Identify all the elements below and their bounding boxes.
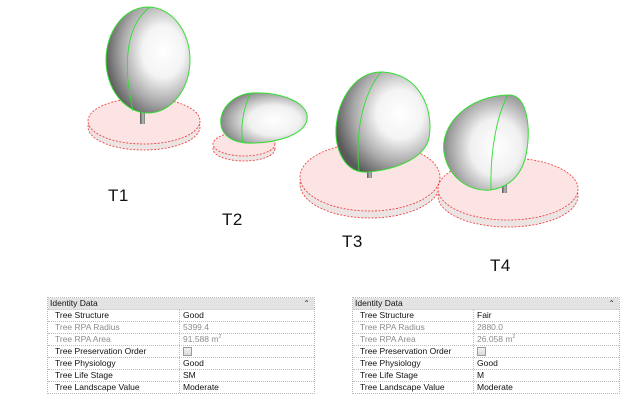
property-value-field[interactable]: Good bbox=[473, 358, 619, 369]
identity-data-group-header[interactable]: Identity Data ⌃ bbox=[353, 298, 619, 310]
tree-t3[interactable] bbox=[299, 71, 441, 219]
tree-t2[interactable] bbox=[212, 92, 308, 162]
property-row-rpa-radius: Tree RPA Radius 5399.4 bbox=[48, 322, 314, 334]
group-title: Identity Data bbox=[355, 298, 403, 308]
property-row-physiology[interactable]: Tree Physiology Good bbox=[353, 358, 619, 370]
property-row-preservation-order[interactable]: Tree Preservation Order bbox=[353, 346, 619, 358]
property-label: Tree RPA Area bbox=[360, 334, 416, 344]
properties-panel-2: Identity Data ⌃ Tree Structure Fair Tree… bbox=[352, 297, 620, 394]
property-row-rpa-area: Tree RPA Area 91.588 m2 bbox=[48, 334, 314, 346]
property-label: Tree Preservation Order bbox=[55, 346, 147, 356]
property-label: Tree Structure bbox=[55, 310, 110, 320]
tree-t4[interactable] bbox=[437, 94, 579, 228]
trunk-t4 bbox=[502, 183, 507, 193]
property-value-field[interactable]: Moderate bbox=[179, 382, 314, 393]
tree-label-t1: T1 bbox=[108, 186, 129, 205]
property-value-readonly: 26.058 m2 bbox=[473, 334, 619, 345]
property-label: Tree Physiology bbox=[360, 358, 421, 368]
tpo-checkbox[interactable] bbox=[183, 347, 192, 356]
identity-data-group-header[interactable]: Identity Data ⌃ bbox=[48, 298, 314, 310]
property-label: Tree Landscape Value bbox=[55, 382, 140, 392]
property-value-readonly: 5399.4 bbox=[179, 322, 314, 333]
property-label: Tree Physiology bbox=[55, 358, 116, 368]
tree-model-viewport bbox=[87, 6, 579, 228]
property-row-tree-structure[interactable]: Tree Structure Good bbox=[48, 310, 314, 322]
property-label: Tree RPA Area bbox=[55, 334, 111, 344]
property-row-life-stage[interactable]: Tree Life Stage M bbox=[353, 370, 619, 382]
crown-t3 bbox=[335, 71, 431, 173]
property-label: Tree Structure bbox=[360, 310, 415, 320]
property-value-field bbox=[179, 346, 314, 357]
group-title: Identity Data bbox=[50, 298, 98, 308]
crown-t2 bbox=[220, 92, 308, 144]
property-row-rpa-area: Tree RPA Area 26.058 m2 bbox=[353, 334, 619, 346]
tree-label-t2: T2 bbox=[222, 210, 243, 229]
property-row-life-stage[interactable]: Tree Life Stage SM bbox=[48, 370, 314, 382]
property-value-field[interactable]: SM bbox=[179, 370, 314, 381]
property-label: Tree RPA Radius bbox=[55, 322, 120, 332]
property-value-field bbox=[473, 346, 619, 357]
property-label: Tree Life Stage bbox=[360, 370, 418, 380]
property-value-field[interactable]: M bbox=[473, 370, 619, 381]
tree-t1[interactable] bbox=[87, 6, 201, 151]
property-value-field[interactable]: Good bbox=[179, 310, 314, 321]
rpa-disc-t1 bbox=[87, 97, 201, 151]
property-row-landscape-value[interactable]: Tree Landscape Value Moderate bbox=[353, 382, 619, 393]
property-label: Tree Life Stage bbox=[55, 370, 113, 380]
property-value-field[interactable]: Moderate bbox=[473, 382, 619, 393]
properties-panel-1: Identity Data ⌃ Tree Structure Good Tree… bbox=[47, 297, 315, 394]
crown-t4 bbox=[443, 94, 529, 191]
property-label: Tree Preservation Order bbox=[360, 346, 452, 356]
double-chevron-up-icon[interactable]: ⌃ bbox=[303, 299, 310, 308]
property-row-tree-structure[interactable]: Tree Structure Fair bbox=[353, 310, 619, 322]
property-value-field[interactable]: Fair bbox=[473, 310, 619, 321]
tpo-checkbox[interactable] bbox=[477, 347, 486, 356]
property-value-field[interactable]: Good bbox=[179, 358, 314, 369]
property-label: Tree RPA Radius bbox=[360, 322, 425, 332]
property-row-preservation-order[interactable]: Tree Preservation Order bbox=[48, 346, 314, 358]
property-label: Tree Landscape Value bbox=[360, 382, 445, 392]
property-value-readonly: 91.588 m2 bbox=[179, 334, 314, 345]
trunk-t1 bbox=[140, 110, 145, 124]
property-row-physiology[interactable]: Tree Physiology Good bbox=[48, 358, 314, 370]
property-value-readonly: 2880.0 bbox=[473, 322, 619, 333]
crown-t1 bbox=[105, 6, 191, 114]
double-chevron-up-icon[interactable]: ⌃ bbox=[608, 299, 615, 308]
tree-label-t3: T3 bbox=[342, 232, 363, 251]
property-row-rpa-radius: Tree RPA Radius 2880.0 bbox=[353, 322, 619, 334]
property-row-landscape-value[interactable]: Tree Landscape Value Moderate bbox=[48, 382, 314, 393]
tree-label-t4: T4 bbox=[490, 256, 511, 275]
